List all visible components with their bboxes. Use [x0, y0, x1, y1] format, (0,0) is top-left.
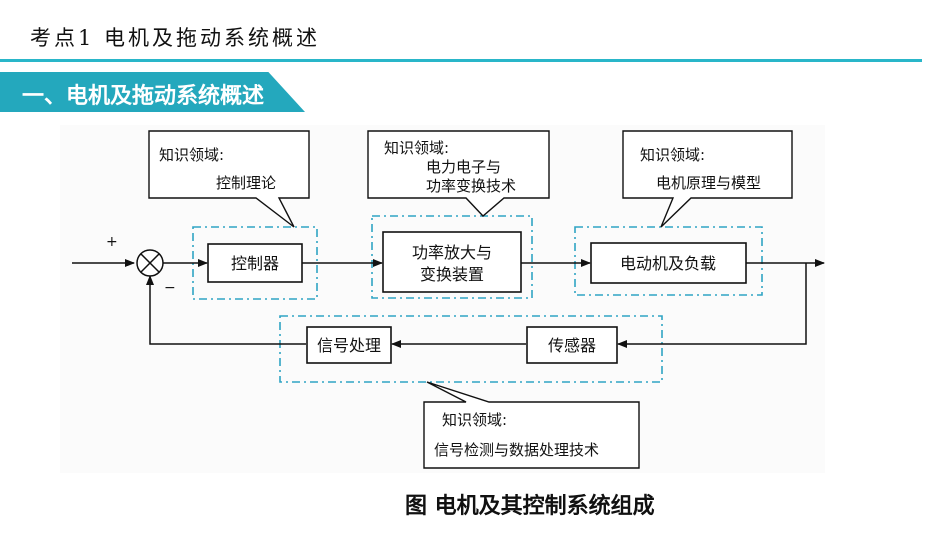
- motor-load-block: [590, 242, 747, 284]
- motor-area-box: [574, 226, 763, 296]
- power-callout-line1: 知识领域:: [384, 139, 449, 157]
- plus-sign: +: [106, 234, 118, 250]
- minus-sign: −: [164, 280, 176, 296]
- power-amp-label-line1: 功率放大与: [412, 243, 492, 262]
- signal-processing-block: [306, 326, 392, 364]
- control-callout-line1: 知识领域:: [159, 146, 224, 164]
- figure-caption: 图 电机及其控制系统组成: [405, 494, 655, 519]
- header-divider: [0, 59, 922, 62]
- signal-area-box: [279, 315, 663, 383]
- power-callout-line3: 功率变换技术: [426, 177, 516, 195]
- signal-processing-label: 信号处理: [317, 336, 381, 355]
- signal-callout-line1: 知识领域:: [442, 411, 507, 429]
- motor-callout-line2: 电机原理与模型: [656, 174, 761, 192]
- signal-callout-line2: 信号检测与数据处理技术: [434, 441, 599, 459]
- signal-callout: [423, 381, 640, 469]
- section-banner: 一、电机及拖动系统概述: [0, 72, 305, 112]
- power-callout-line2: 电力电子与: [426, 158, 501, 176]
- power-amp-block: [382, 231, 522, 293]
- sensor-label: 传感器: [548, 336, 596, 355]
- feedback-pickoff-line: [617, 263, 807, 348]
- motor-callout-line1: 知识领域:: [640, 146, 705, 164]
- motor-load-label: 电动机及负载: [620, 254, 716, 273]
- control-callout-line2: 控制理论: [216, 174, 276, 192]
- power-callout: [367, 130, 550, 217]
- section-title: 一、电机及拖动系统概述: [22, 84, 265, 109]
- topic-title: 考点1 电机及拖动系统概述: [30, 26, 321, 50]
- motor-callout: [622, 130, 793, 228]
- power-area-box: [371, 215, 533, 299]
- controller-block: [207, 243, 303, 283]
- feedback-return-line: [146, 275, 306, 345]
- sensor-block: [526, 326, 618, 364]
- controller-label: 控制器: [231, 254, 279, 273]
- summing-junction: [136, 249, 164, 277]
- power-amp-label-line2: 变换装置: [420, 265, 484, 284]
- control-callout: [148, 130, 310, 228]
